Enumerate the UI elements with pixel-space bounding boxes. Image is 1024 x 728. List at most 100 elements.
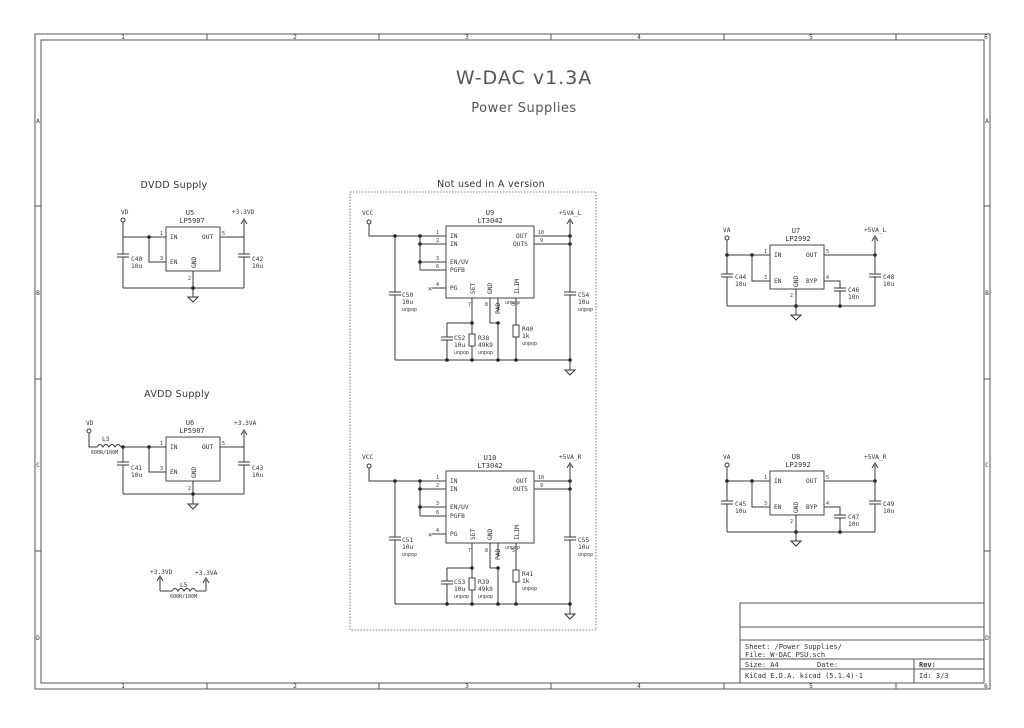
cap-ref: C53: [454, 579, 465, 586]
pop-note: unpop: [478, 350, 493, 356]
pin-number: 8: [485, 548, 488, 554]
title-block: Sheet: /Power Supplies/ File: W-DAC_PSU.…: [739, 602, 985, 684]
pin-number: 7: [468, 302, 471, 308]
net-label: +3.3VD: [150, 569, 173, 576]
pin-label: PG: [450, 531, 458, 538]
part-number: LP5907: [179, 427, 204, 435]
pin-number: 1: [436, 475, 439, 481]
row-label: A: [985, 118, 989, 125]
cap-ref: C48: [883, 274, 894, 281]
cap-value: 10u: [131, 472, 142, 479]
cap-value: 10u: [735, 508, 746, 515]
cap-value: 10n: [848, 294, 859, 301]
inductor-ref: L5: [180, 582, 188, 589]
res-ref: R40: [522, 326, 533, 333]
col-label: 6: [984, 683, 988, 690]
pin-label: PGFB: [450, 513, 465, 520]
pin-number: 9: [540, 238, 543, 244]
ground-icon: [789, 540, 803, 547]
sheet-size: Size: A4: [745, 661, 779, 669]
row-label: D: [985, 635, 989, 642]
row-label: D: [36, 635, 40, 642]
pin-number: 9: [540, 483, 543, 489]
pop-note: unpop: [505, 545, 520, 551]
cap-ref: C54: [578, 292, 589, 299]
part-ref: U10: [484, 454, 497, 462]
cap-value: 10u: [252, 263, 263, 270]
pop-note: unpop: [402, 552, 417, 558]
pin-number: 5: [512, 302, 515, 308]
pin-number: 10: [538, 230, 544, 236]
pin-label: GND: [191, 257, 198, 268]
cap-value: 10u: [402, 544, 413, 551]
res-value: 49k9: [478, 586, 493, 593]
cap-value: 10u: [883, 281, 894, 288]
u9-regulator: VCC 1 2 3 6 4 × U9 LT3042 IN IN EN/UV PG…: [362, 209, 593, 376]
pin-label: SET: [470, 283, 477, 294]
part-number: LT3042: [477, 462, 502, 470]
col-label: 1: [121, 683, 125, 690]
sheet-id: Id: 3/3: [919, 672, 949, 680]
inductor-icon: [96, 444, 122, 448]
pin-label: EN: [170, 469, 178, 476]
res-ref: R41: [522, 571, 533, 578]
pin-number: 2: [790, 519, 793, 525]
cap-ref: C46: [848, 287, 859, 294]
pin-label: EN/UV: [450, 259, 469, 266]
pin-number: 3: [764, 501, 767, 507]
ground-icon: [789, 314, 803, 321]
u6-body: [165, 436, 221, 482]
resistor-icon: [512, 324, 520, 338]
no-connect-icon: ×: [428, 531, 432, 539]
u8-regulator: VA C45 10u 1 3 U8 LP2992 IN EN OUT BYP G…: [721, 453, 894, 547]
section-not-used: Not used in A version: [437, 179, 545, 190]
u7-body: [769, 244, 825, 290]
pin-label: OUT: [516, 478, 527, 485]
u5-body: [165, 226, 221, 272]
u10-regulator: VCC 1 2 3 6 4 × U10 LT3042 IN IN EN/UV P…: [362, 454, 593, 620]
dvdd-regulator: VD C40 10u 1 3 U5 LP5907 IN EN OUT GND 5…: [117, 209, 263, 303]
va-net-symbol: [724, 462, 730, 468]
pin-number: 10: [538, 475, 544, 481]
part-ref: U7: [792, 227, 800, 235]
section-dvdd: DVDD Supply: [141, 180, 208, 191]
pin-label: IN: [774, 252, 782, 259]
pin-number: 3: [436, 256, 439, 262]
pin-label: PG: [450, 285, 458, 292]
ground-icon: [186, 296, 200, 303]
pin-label: EN: [774, 504, 782, 511]
pin-label: IN: [450, 233, 458, 240]
cap-value: 10u: [735, 281, 746, 288]
cap-ref: C42: [252, 256, 263, 263]
pin-number: 6: [436, 264, 439, 270]
file-name: File: W-DAC_PSU.sch: [745, 651, 825, 659]
sheet-subtitle: Power Supplies: [471, 101, 576, 116]
cap-ref: C40: [131, 256, 142, 263]
vcc-net-symbol: [366, 463, 372, 469]
pin-number: 5: [222, 231, 225, 237]
pop-note: unpop: [454, 594, 469, 600]
res-value: 49k9: [478, 342, 493, 349]
sheet-date: Date:: [817, 661, 838, 669]
col-label: 3: [465, 34, 469, 41]
inductor-value: 600R/100M: [91, 450, 118, 456]
ground-icon: [563, 369, 577, 376]
pin-number: 4: [826, 501, 829, 507]
pop-note: unpop: [578, 552, 593, 558]
cap-value: 10u: [131, 263, 142, 270]
col-label: 4: [637, 683, 641, 690]
net-label: VD: [121, 209, 129, 216]
col-label: 3: [465, 683, 469, 690]
part-number: LP2992: [785, 461, 810, 469]
tool-version: KiCad E.D.A. kicad (5.1.4)-1: [745, 672, 863, 680]
cap-value: 10u: [578, 299, 589, 306]
pin-number: 1: [764, 249, 767, 255]
inductor-ref: L3: [102, 436, 110, 443]
cap-value: 10u: [454, 586, 465, 593]
net-label: +3.3VD: [232, 209, 255, 216]
pop-note: unpop: [522, 586, 537, 592]
pin-label: GND: [191, 467, 198, 478]
row-label: C: [985, 462, 989, 469]
pin-label: IN: [774, 478, 782, 485]
net-label: VA: [723, 454, 731, 461]
